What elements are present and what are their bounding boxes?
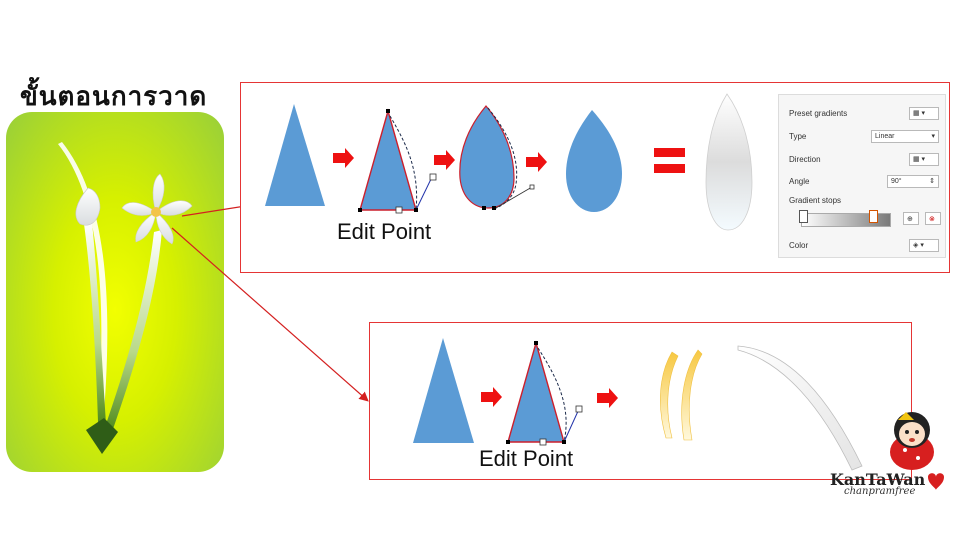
edit-point-triangle bbox=[506, 340, 583, 446]
flower-illustration bbox=[58, 142, 193, 454]
red-arrow-icon bbox=[481, 387, 502, 407]
heart-icon bbox=[928, 473, 944, 490]
edit-point-teardrop bbox=[459, 105, 535, 210]
equals-icon bbox=[654, 148, 685, 173]
stem-right bbox=[104, 230, 162, 432]
red-arrow-icon bbox=[434, 150, 455, 170]
gradient-stops-row: Gradient stops bbox=[789, 192, 939, 208]
angle-input[interactable]: 90° ⇕ bbox=[887, 174, 939, 188]
angle-row: Angle 90° ⇕ bbox=[789, 173, 939, 189]
open-flower bbox=[121, 173, 193, 245]
gradient-stops-label: Gradient stops bbox=[789, 195, 842, 205]
color-label: Color bbox=[789, 240, 809, 250]
remove-stop-icon[interactable]: ⊗ bbox=[925, 212, 941, 225]
type-label: Type bbox=[789, 131, 807, 141]
yellow-stamen bbox=[681, 349, 703, 441]
triangle-shape bbox=[265, 104, 325, 206]
preset-gradients-label: Preset gradients bbox=[789, 108, 848, 118]
direction-row: Direction ▦ ▾ bbox=[789, 151, 939, 167]
gradient-petal bbox=[705, 93, 753, 231]
angle-value: 90° bbox=[891, 177, 902, 185]
color-picker-icon[interactable]: ◈ ▾ bbox=[909, 238, 939, 252]
red-arrow-icon bbox=[597, 388, 618, 408]
red-arrow-icon bbox=[333, 148, 354, 168]
edit-point-label: Edit Point bbox=[337, 219, 432, 244]
red-arrow-icon bbox=[526, 152, 547, 172]
flower-illustration-panel bbox=[6, 112, 224, 472]
add-stop-icon[interactable]: ⊕ bbox=[903, 212, 919, 225]
page-title: ขั้นตอนการวาด bbox=[20, 82, 208, 112]
logo-main-text: KanTaWan bbox=[830, 470, 926, 489]
gradient-stop-handle[interactable] bbox=[869, 210, 878, 223]
preset-gradients-row: Preset gradients ▦ ▾ bbox=[789, 105, 939, 121]
teardrop-shape bbox=[566, 110, 622, 212]
angle-label: Angle bbox=[789, 176, 810, 186]
cartoon-girl-icon bbox=[890, 412, 934, 470]
gradient-stop-handle[interactable] bbox=[799, 210, 808, 223]
direction-picker-icon[interactable]: ▦ ▾ bbox=[909, 152, 939, 166]
yellow-stamen bbox=[660, 351, 679, 439]
format-shape-pane: Preset gradients ▦ ▾ Type Linear ▾ Direc… bbox=[778, 94, 946, 258]
direction-label: Direction bbox=[789, 154, 821, 164]
spinner-icon: ⇕ bbox=[929, 178, 935, 185]
kantawan-logo: KanTaWan chanpramfree bbox=[826, 470, 938, 510]
triangle-shape bbox=[413, 338, 474, 443]
edit-point-triangle bbox=[358, 108, 437, 214]
stem-base bbox=[86, 418, 118, 454]
edit-point-label: Edit Point bbox=[479, 446, 574, 471]
logo-sub-text: chanpramfree bbox=[844, 486, 916, 497]
gradient-leaf bbox=[737, 345, 863, 471]
chevron-down-icon: ▾ bbox=[931, 133, 935, 140]
stem-left bbox=[84, 222, 106, 424]
flower-bud bbox=[75, 187, 101, 226]
type-select[interactable]: Linear ▾ bbox=[871, 129, 939, 143]
color-row: Color ◈ ▾ bbox=[789, 237, 939, 253]
gradient-picker-icon[interactable]: ▦ ▾ bbox=[909, 106, 939, 120]
type-value: Linear bbox=[875, 132, 895, 140]
type-row: Type Linear ▾ bbox=[789, 128, 939, 144]
